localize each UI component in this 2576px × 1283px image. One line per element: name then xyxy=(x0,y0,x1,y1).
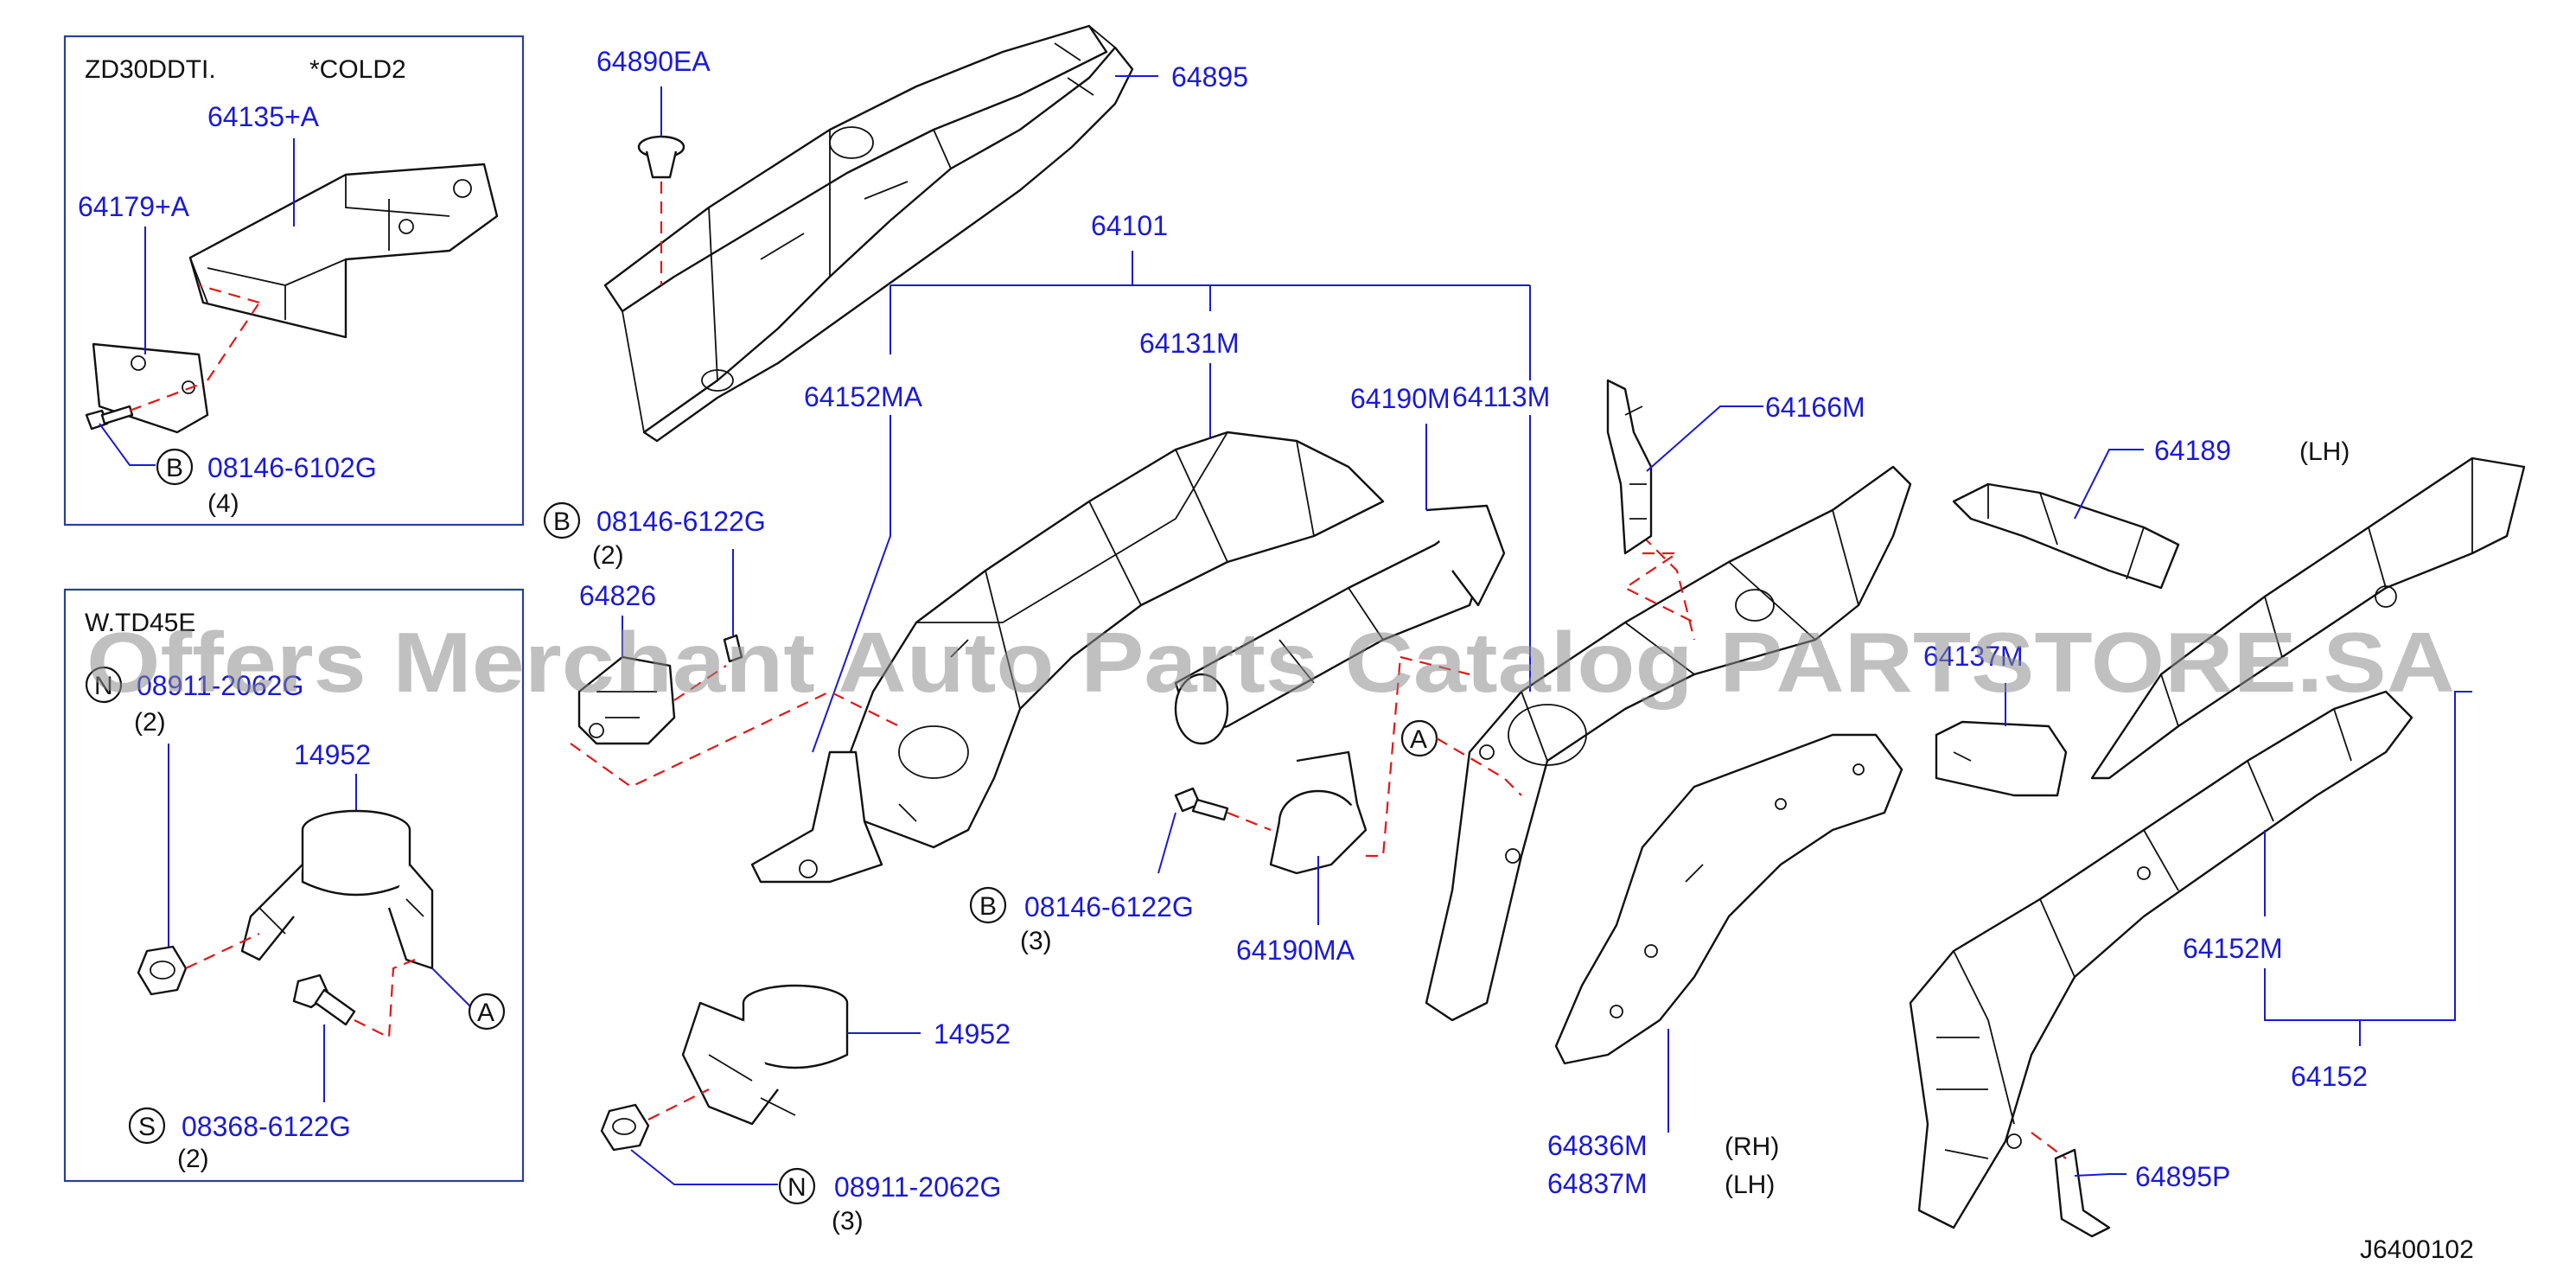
bracket-64135a-drawing xyxy=(188,163,499,339)
label-64152m: 64152M xyxy=(2183,933,2283,964)
clamp-14952-inset-drawing xyxy=(240,809,434,970)
label-64890ea: 64890EA xyxy=(596,46,711,77)
label-64836m: 64836M xyxy=(1547,1130,1648,1161)
label-64152: 64152 xyxy=(2291,1061,2368,1092)
callout-n-circle-2 xyxy=(778,1167,816,1205)
callout-a-main: A xyxy=(1410,725,1427,754)
upper-member-64895-drawing xyxy=(603,24,1134,443)
label-64190m: 64190M xyxy=(1350,383,1451,414)
gusset-64137m-drawing xyxy=(1935,720,2068,797)
qty-08146-6122g-top: (2) xyxy=(592,541,624,570)
label-64131m: 64131M xyxy=(1139,328,1240,359)
label-64189-side: (LH) xyxy=(2299,437,2350,466)
bolt-08146-6122g-mid-drawing xyxy=(1174,787,1229,821)
qty-08911-2062g-inset: (2) xyxy=(134,708,166,737)
clip-64890ea-drawing xyxy=(637,135,685,179)
callout-n-2: N xyxy=(787,1173,807,1202)
callout-b-3: B xyxy=(979,892,997,921)
label-64152ma: 64152MA xyxy=(804,381,923,412)
clamp-14952-lower-drawing xyxy=(681,984,849,1126)
label-64190ma: 64190MA xyxy=(1236,935,1355,966)
inset-engine-label-2: W.TD45E xyxy=(85,609,195,637)
qty-08146-6122g-mid: (3) xyxy=(1020,927,1052,955)
label-64189: 64189 xyxy=(2154,435,2231,466)
callout-s: S xyxy=(138,1113,156,1141)
label-08146-6122g-top: 08146-6122G xyxy=(596,506,766,537)
nut-08911-2062g-inset-drawing xyxy=(137,945,188,996)
splash-panel-64836m-drawing xyxy=(1554,733,1903,1065)
duct-64190ma-drawing xyxy=(1269,750,1368,875)
callout-n: N xyxy=(94,672,113,700)
label-64135a: 64135+A xyxy=(207,101,320,132)
label-64895p: 64895P xyxy=(2135,1161,2230,1192)
label-64113m: 64113M xyxy=(1452,381,1550,412)
inset-frame-bottom xyxy=(63,588,525,1183)
callout-b-2: B xyxy=(553,507,571,536)
qty-08368-6122g: (2) xyxy=(177,1145,209,1173)
label-64837m: 64837M xyxy=(1547,1168,1648,1199)
diagram-id: J6400102 xyxy=(2360,1235,2474,1264)
label-08146-6102g: 08146-6102G xyxy=(207,452,377,483)
callout-s-circle xyxy=(128,1107,166,1145)
inset-engine-label: ZD30DDTI. xyxy=(85,55,216,84)
callout-b-circle-3 xyxy=(969,886,1007,924)
callout-a-circle-inset xyxy=(468,993,506,1031)
label-64836m-side: (RH) xyxy=(1725,1133,1779,1161)
upper-rail-lh-drawing xyxy=(2090,456,2526,780)
label-64137m: 64137M xyxy=(1923,641,2024,672)
inset-frame-top xyxy=(63,35,525,527)
callout-b: B xyxy=(166,454,183,482)
bolt-08368-6122g-drawing xyxy=(292,973,356,1026)
label-08911-2062g-inset: 08911-2062G xyxy=(137,670,303,701)
bracket-64826-drawing xyxy=(577,634,743,745)
inset-variant-label: *COLD2 xyxy=(309,55,406,84)
qty-08146-6102g: (4) xyxy=(207,489,239,518)
label-64166m: 64166M xyxy=(1765,392,1865,423)
label-64826: 64826 xyxy=(579,580,656,611)
label-14952-inset: 14952 xyxy=(294,739,371,770)
callout-a-inset: A xyxy=(477,999,494,1027)
callout-b-circle-2 xyxy=(543,501,581,539)
label-08911-2062g-lower: 08911-2062G xyxy=(834,1171,1001,1203)
extension-64190m-drawing xyxy=(1174,504,1506,745)
bracket-64189-drawing xyxy=(1952,482,2180,590)
qty-08911-2062g-lower: (3) xyxy=(832,1207,864,1235)
nut-08911-2062g-lower-drawing xyxy=(600,1103,650,1152)
label-64837m-side: (LH) xyxy=(1725,1171,1775,1199)
label-64179a: 64179+A xyxy=(78,191,190,222)
callout-b-circle xyxy=(156,448,194,486)
inset-wtd45e: W.TD45E N 08911-2062G (2) 14952 A xyxy=(63,588,525,1183)
label-64895: 64895 xyxy=(1171,61,1248,93)
side-member-64113m-drawing xyxy=(1425,465,1912,1022)
label-08146-6122g-mid: 08146-6122G xyxy=(1024,891,1194,922)
bracket-64166m-drawing xyxy=(1606,379,1653,555)
hoodledge-64131m-drawing xyxy=(750,431,1385,884)
label-08368-6122g: 08368-6122G xyxy=(182,1111,351,1142)
clip-64895p-drawing xyxy=(2054,1148,2111,1238)
callout-n-circle xyxy=(85,666,123,704)
watermark: Offers Merchant Auto Parts Catalog PARTS… xyxy=(86,615,2455,710)
bolt-08146-6102g-drawing xyxy=(85,405,134,431)
label-64101: 64101 xyxy=(1091,210,1168,241)
label-14952-lower: 14952 xyxy=(934,1018,1011,1050)
inset-zd30ddti: ZD30DDTI. *COLD2 64135+A 64179+A B 08146… xyxy=(63,35,525,527)
front-member-64152m-drawing xyxy=(1909,690,2413,1229)
